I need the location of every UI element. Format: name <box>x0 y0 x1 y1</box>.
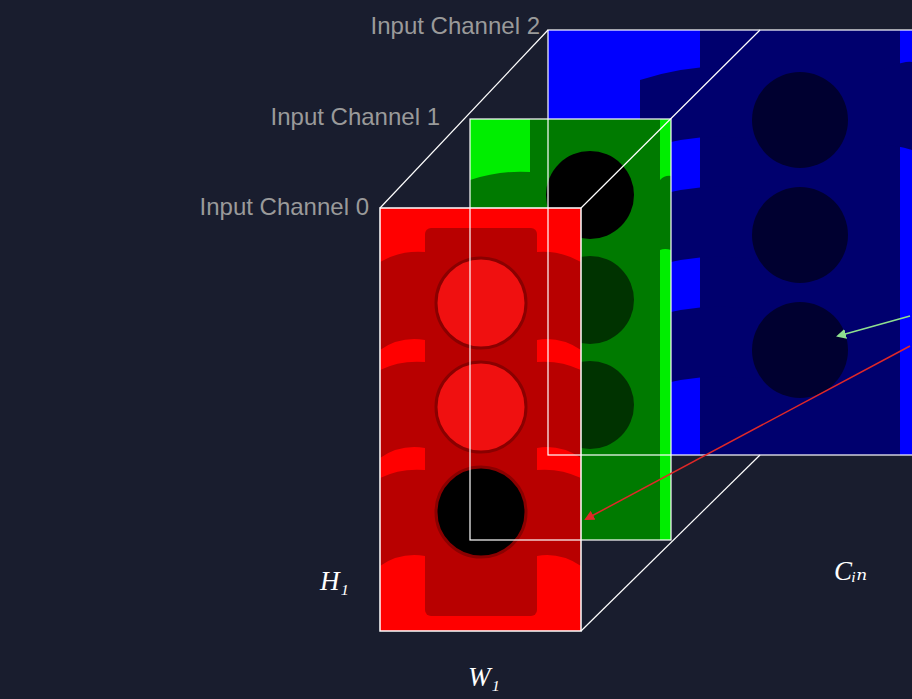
channel-label: Input Channel 0 <box>200 195 369 219</box>
leader-arrow <box>586 346 910 519</box>
channel-label: Input Channel 2 <box>371 14 540 38</box>
dimension-label: H₁ <box>320 568 349 595</box>
red-channel <box>380 208 581 631</box>
cube-wireframe <box>380 30 912 631</box>
dimension-label: W₁ <box>468 664 500 691</box>
dimension-label: Cᵢₙ <box>834 558 867 585</box>
channel-label: Input Channel 1 <box>271 105 440 129</box>
leader-arrow <box>838 316 910 336</box>
